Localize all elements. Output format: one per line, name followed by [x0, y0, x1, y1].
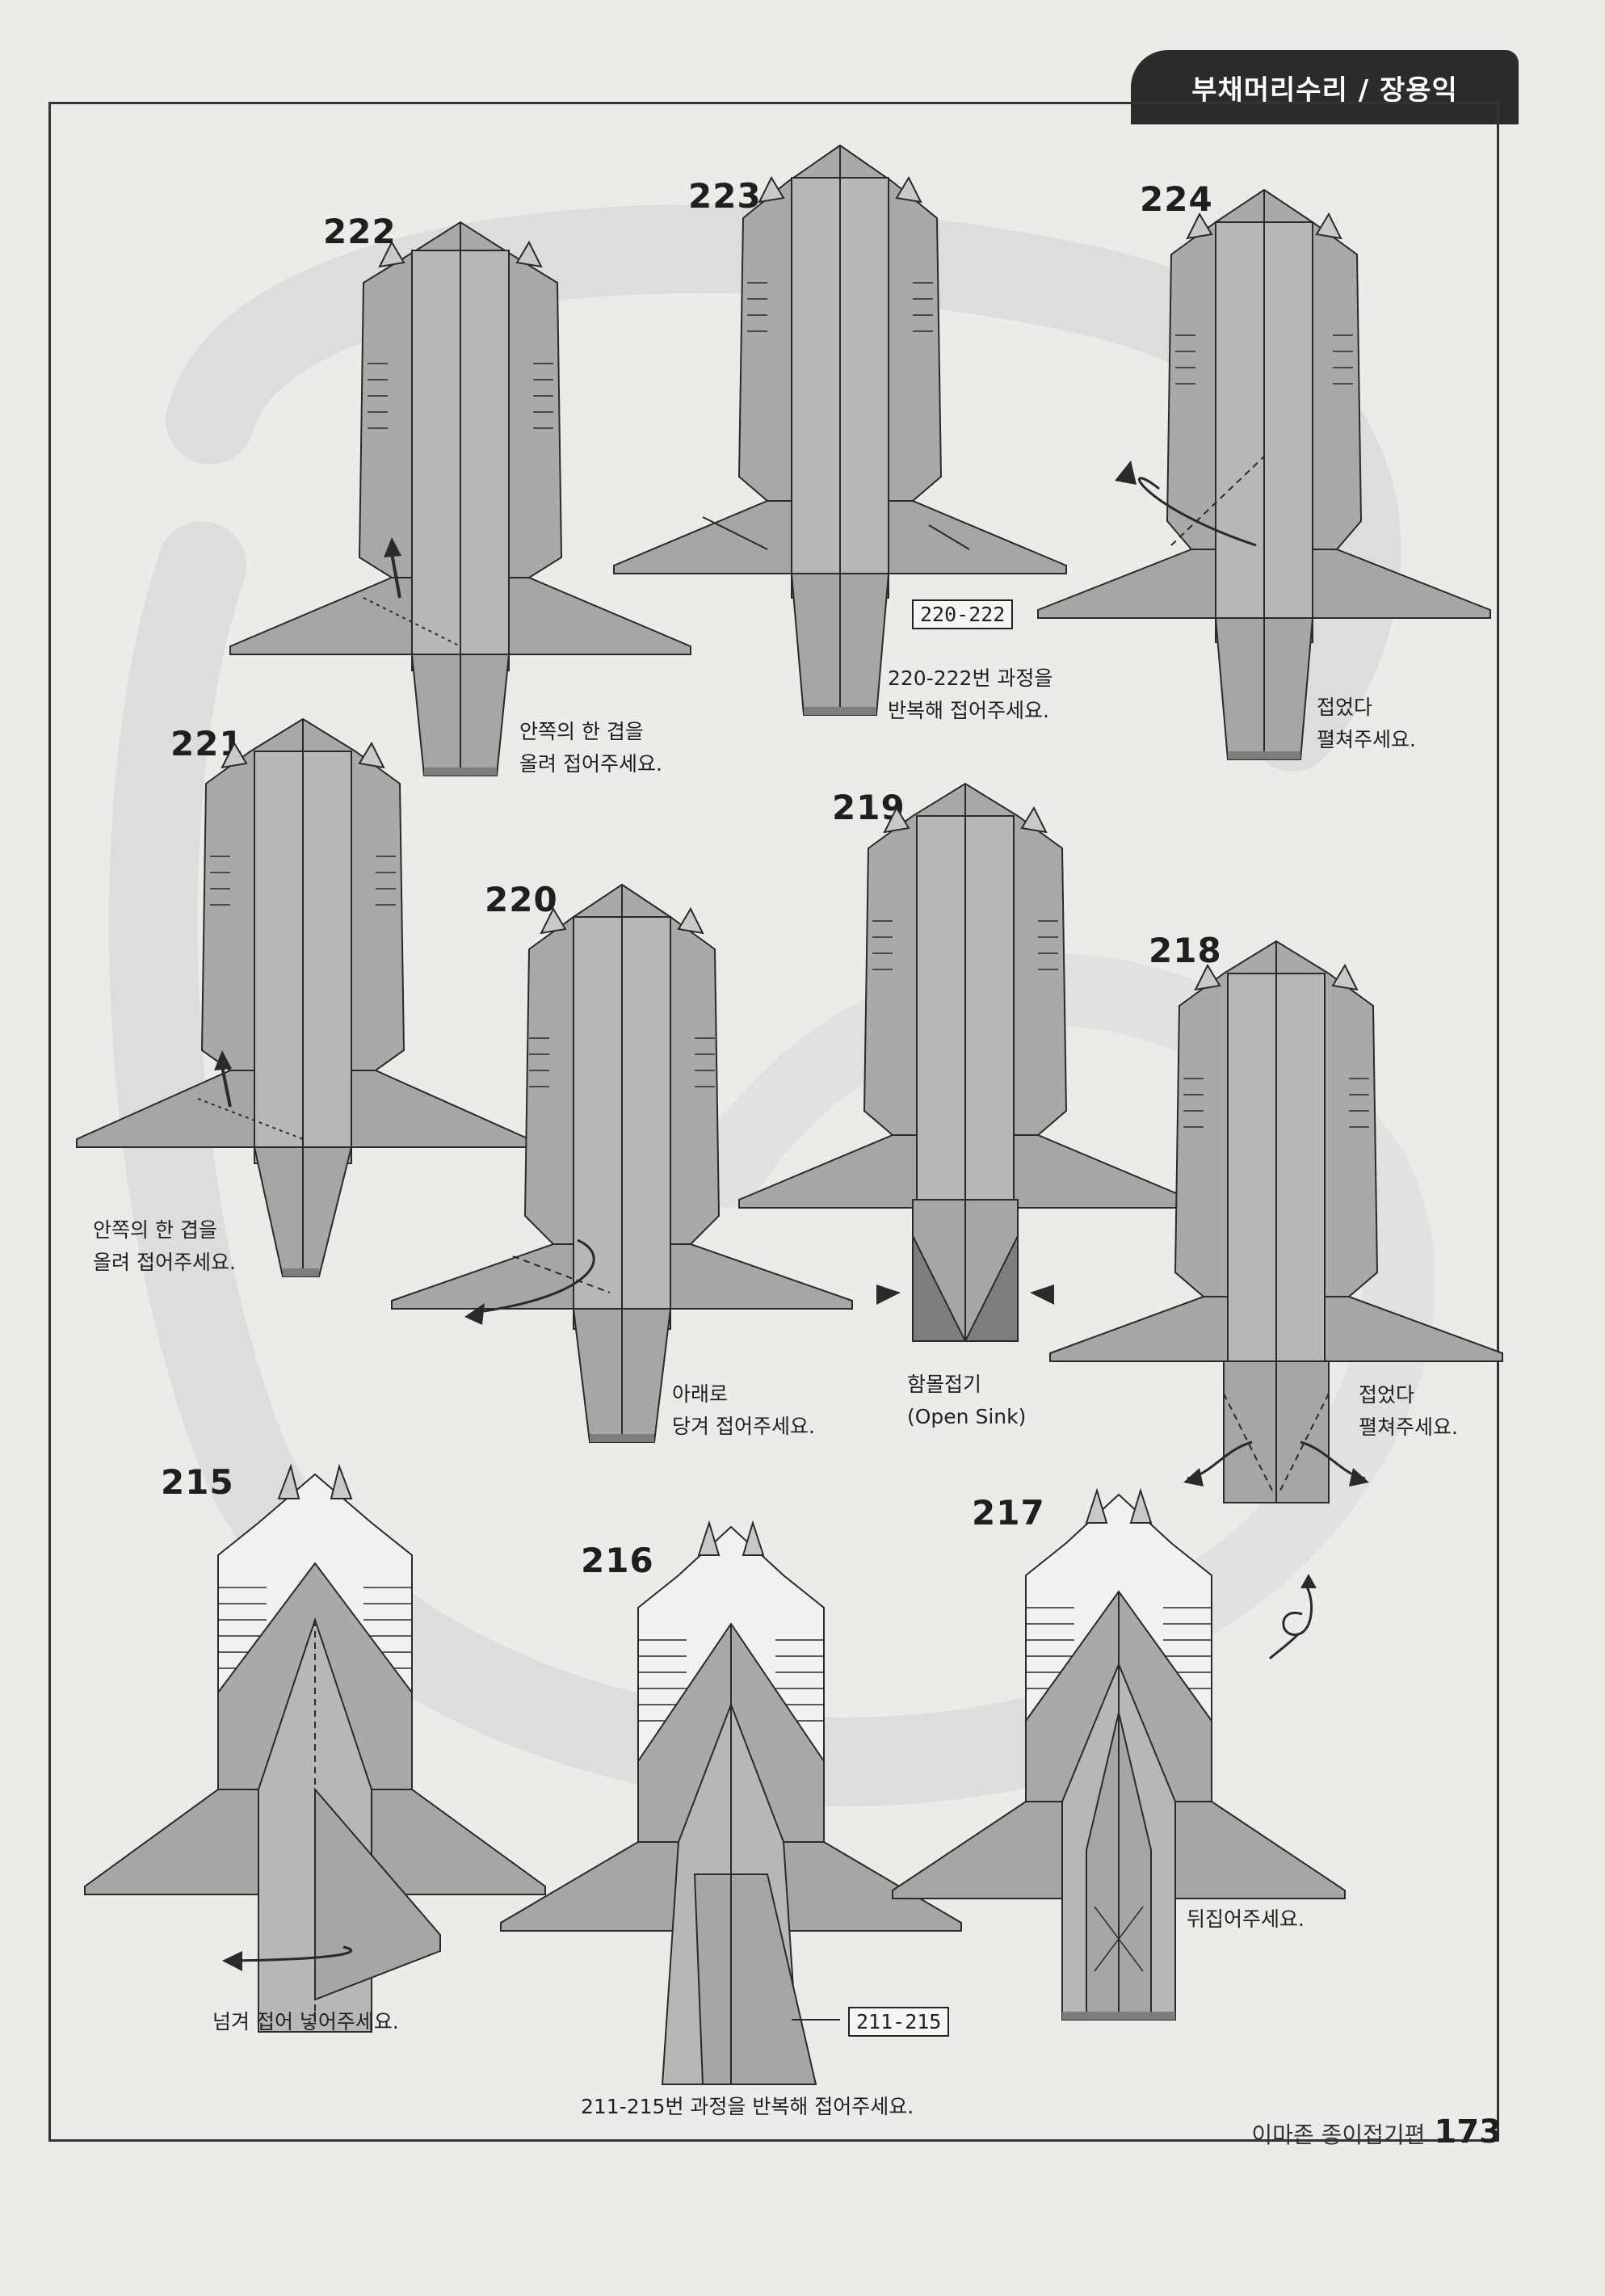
- step-reference-box: 211-215: [848, 2007, 950, 2037]
- step-note-216: 211-215번 과정을 반복해 접어주세요.: [581, 2095, 914, 2118]
- step-reference-box: 220-222: [912, 599, 1014, 629]
- step-number: 224: [1140, 179, 1213, 219]
- origami-diagram-218: [1049, 940, 1503, 1503]
- step-note-221: 안쪽의 한 겹을 올려 접어주세요.: [93, 1218, 236, 1274]
- chapter-title: 부채머리수리 / 장용익: [1191, 74, 1458, 107]
- page-footer: 이마존 종이접기편 173: [1251, 2113, 1502, 2151]
- origami-diagram-223: [613, 144, 1067, 716]
- step-note-217: 뒤집어주세요.: [1187, 1907, 1305, 1931]
- step-note-223: 220-222번 과정을 반복해 접어주세요.: [888, 667, 1053, 722]
- step-number: 222: [323, 212, 397, 251]
- origami-diagram-224: [1037, 188, 1491, 760]
- diagram-frame: [48, 102, 1499, 2142]
- origami-diagram-220: [391, 883, 853, 1443]
- origami-diagram-222: [229, 221, 691, 776]
- step-number: 220: [485, 880, 558, 919]
- origami-diagram-217: [892, 1487, 1346, 2021]
- step-number: 218: [1149, 931, 1222, 970]
- step-note-222: 안쪽의 한 겹을 올려 접어주세요.: [519, 720, 662, 776]
- origami-diagram-216: [500, 1520, 962, 2085]
- book-title: 이마존 종이접기편: [1251, 2121, 1426, 2148]
- origami-diagram-215: [84, 1463, 546, 2033]
- step-number: 216: [581, 1541, 654, 1580]
- chapter-tab: 부채머리수리 / 장용익: [1131, 50, 1519, 124]
- step-number: 223: [688, 176, 762, 216]
- step-number: 215: [161, 1462, 234, 1502]
- step-note-220: 아래로 당겨 접어주세요.: [672, 1382, 815, 1438]
- origami-diagram-221: [76, 717, 530, 1277]
- step-note-218: 접었다 펼쳐주세요.: [1359, 1383, 1458, 1439]
- step-number: 217: [972, 1493, 1045, 1533]
- step-note-219: 함몰접기 (Open Sink): [907, 1373, 1027, 1428]
- page-number: 173: [1434, 2113, 1502, 2151]
- origami-diagram-219: [738, 782, 1192, 1342]
- turn-over-icon: [1268, 1574, 1317, 1660]
- step-note-224: 접었다 펼쳐주세요.: [1317, 696, 1416, 751]
- step-note-215: 넘겨 접어 넣어주세요.: [212, 2010, 399, 2033]
